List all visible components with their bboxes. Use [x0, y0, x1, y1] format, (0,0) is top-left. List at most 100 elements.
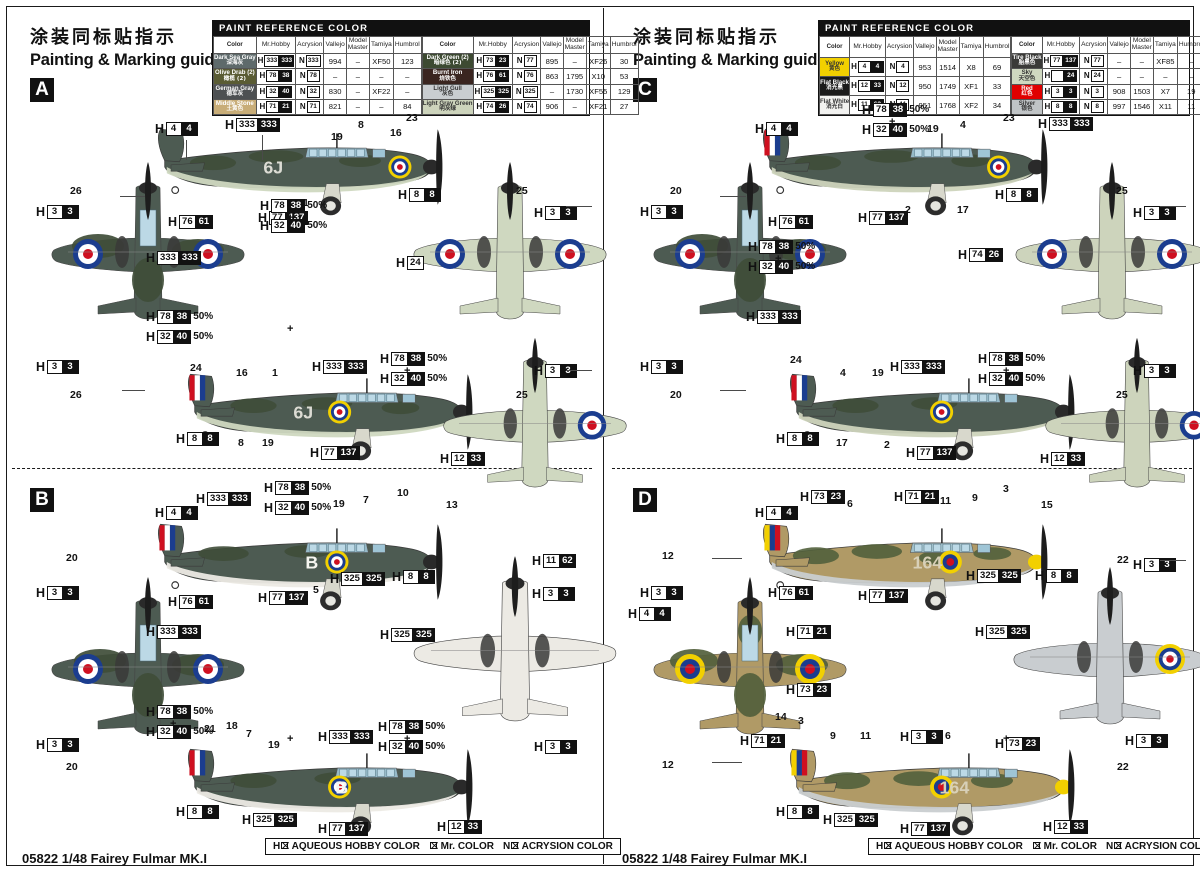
callout-prefix: H	[380, 371, 390, 386]
callout-aqueous-code: 3	[46, 205, 63, 219]
callout-prefix: H	[1038, 116, 1048, 131]
aircraft-plan-view	[1013, 567, 1200, 725]
mr-color-legend: Mr. COLOR	[429, 841, 494, 852]
paint-tamiya: XF21	[585, 98, 611, 116]
decal-number-label: 24	[190, 362, 202, 374]
heading-left: 涂装同标贴指示 Painting & Marking guide	[30, 27, 223, 70]
callout-mr-code: 61	[196, 215, 213, 229]
decal-number-label: 20	[66, 552, 78, 564]
panel-c-plan-tail	[1045, 337, 1200, 488]
callout-mr-code: 3	[62, 738, 79, 752]
callout-mr-code: 325	[856, 813, 879, 827]
callout-prefix: H	[146, 309, 156, 324]
callout-ratio: 50%	[307, 199, 328, 211]
callout-aqueous-code: 8	[786, 432, 803, 446]
mix-plus-sign: +	[287, 212, 294, 224]
checkbox-icon	[281, 842, 289, 849]
leader-line	[186, 140, 187, 160]
callout-mr-code: 325	[999, 569, 1022, 583]
callout-prefix: H	[146, 624, 156, 639]
decal-number-label: 10	[397, 487, 409, 499]
callout-prefix: H	[36, 204, 46, 219]
col-acrysion: Acrysion	[884, 35, 915, 59]
heading-chinese: 涂装同标贴指示	[30, 27, 177, 48]
callout-mr-code: 333	[229, 492, 252, 506]
callout-prefix: H	[146, 250, 156, 265]
callout-prefix: H	[746, 309, 756, 324]
callout-mr-code: 40	[406, 740, 423, 754]
decal-number-label: 19	[331, 131, 343, 143]
callout-prefix: H	[534, 205, 544, 220]
decal-number-label: 15	[1041, 499, 1053, 511]
panel-divider-left	[12, 468, 592, 469]
wing-roundel	[435, 239, 465, 269]
callout-prefix: H	[966, 568, 976, 583]
callout-aqueous-code: 78	[872, 103, 891, 117]
callout-ratio: 50%	[193, 725, 214, 737]
decal-number-label: 24	[790, 354, 802, 366]
decal-number-label: 2	[905, 204, 911, 216]
decal-number-label: 12	[662, 550, 674, 562]
paint-color-name: Dark Green (2)暗绿色 (2)	[421, 52, 474, 70]
paint-model-master: 1546	[1129, 98, 1154, 116]
callout-prefix: H	[900, 821, 910, 836]
mix-plus-sign: +	[1003, 733, 1010, 745]
checkbox-icon	[884, 842, 892, 849]
callout-ratio: 50%	[425, 720, 446, 732]
callout-mr-code: 137	[286, 591, 308, 605]
callout-prefix: H	[906, 445, 916, 460]
col-humbrol: Humbrol	[392, 36, 422, 54]
paint-vallejo: 821	[323, 98, 347, 116]
callout-aqueous-code: 333	[328, 730, 352, 744]
callout-prefix: H	[740, 733, 750, 748]
decal-number-label: 23	[1003, 112, 1015, 124]
decal-number-label: 11	[860, 730, 872, 742]
leader-line	[122, 390, 145, 391]
paint-mr-hobby: H 24	[1041, 68, 1081, 85]
callout-ratio: 50%	[193, 705, 214, 717]
callout-aqueous-code: 3	[544, 740, 561, 754]
callout-ratio: 50%	[193, 330, 214, 342]
callout-mr-code: 137	[346, 822, 368, 836]
callout-prefix: H	[440, 451, 450, 466]
callout-mr-code: 333	[1071, 117, 1094, 131]
callout-prefix: H	[260, 198, 270, 213]
callout-aqueous-code: 333	[1048, 117, 1072, 131]
callout-prefix: H	[978, 371, 988, 386]
panel-b-side-bottom: B	[188, 748, 473, 836]
decal-number-label: 21	[204, 723, 216, 735]
callout-mr-code: 4	[781, 122, 798, 136]
wing-roundel	[555, 239, 585, 269]
callout-mr-code: 8	[424, 188, 441, 202]
callout-aqueous-code: 78	[758, 240, 777, 254]
heading-english-right: Painting & Marking guide	[633, 50, 827, 69]
callout-aqueous-code: 3	[46, 360, 63, 374]
callout-aqueous-code: 3	[910, 730, 927, 744]
paint-humbrol: 11	[1176, 98, 1200, 116]
